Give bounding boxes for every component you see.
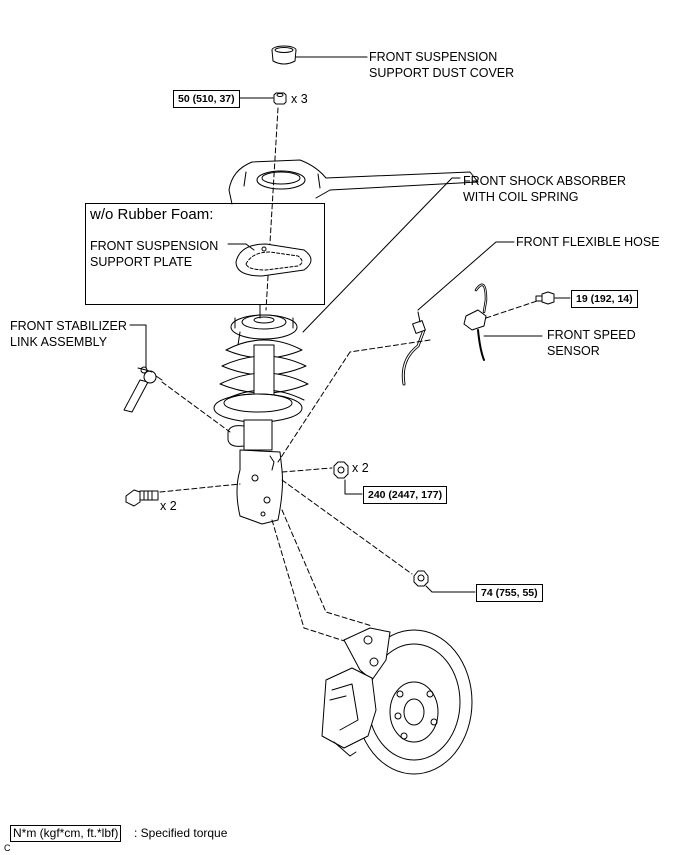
top-nut-quantity: x 3 <box>291 92 308 106</box>
stabilizer-nut-torque-leader <box>425 585 476 593</box>
dust-cover-label: FRONT SUSPENSION SUPPORT DUST COVER <box>369 50 515 80</box>
top-nut-part <box>273 92 287 105</box>
legend-unit-box: N*m (kgf*cm, ft.*lbf) <box>10 825 122 842</box>
knuckle-nut-part <box>333 461 349 479</box>
stabilizer-nut-part <box>413 570 429 587</box>
figure-code: C <box>4 843 11 853</box>
knuckle-nut-torque-leader <box>344 479 363 495</box>
inset-title: w/o Rubber Foam: <box>90 206 214 223</box>
stabilizer-link-part <box>123 366 163 413</box>
stabilizer-link-leader <box>129 324 147 369</box>
flexible-hose-part <box>401 311 426 386</box>
strut-axis-line <box>265 107 279 311</box>
stabilizer-link-label: FRONT STABILIZER LINK ASSEMBLY <box>10 319 127 349</box>
flexible-hose-leader <box>417 241 515 311</box>
flexible-hose-label: FRONT FLEXIBLE HOSE <box>516 235 660 249</box>
sensor-bolt-part <box>535 291 555 305</box>
rubber-foam-inset <box>85 203 325 305</box>
dust-cover-part <box>271 45 297 65</box>
knuckle-bolt-quantity: x 2 <box>160 499 177 513</box>
shock-absorber-part <box>213 304 309 525</box>
knuckle-bolt-part <box>125 489 159 507</box>
body-mount-part <box>228 159 479 205</box>
legend-text: : Specified torque <box>134 826 228 840</box>
speed-sensor-part <box>463 283 488 361</box>
speed-sensor-label: FRONT SPEED SENSOR <box>547 328 636 358</box>
stabilizer-nut-torque: 74 (755, 55) <box>476 584 543 602</box>
shock-absorber-label: FRONT SHOCK ABSORBER WITH COIL SPRING <box>463 174 626 204</box>
knuckle-nut-torque: 240 (2447, 177) <box>363 486 448 504</box>
knuckle-nut-quantity: x 2 <box>352 461 369 475</box>
knuckle-disc-assembly <box>321 627 473 775</box>
sensor-bolt-torque: 19 (192, 14) <box>571 290 638 308</box>
support-plate-label: FRONT SUSPENSION SUPPORT PLATE <box>90 239 219 269</box>
shock-absorber-leader <box>302 177 461 333</box>
top-nut-torque: 50 (510, 37) <box>173 90 240 108</box>
support-plate-part <box>235 243 312 277</box>
